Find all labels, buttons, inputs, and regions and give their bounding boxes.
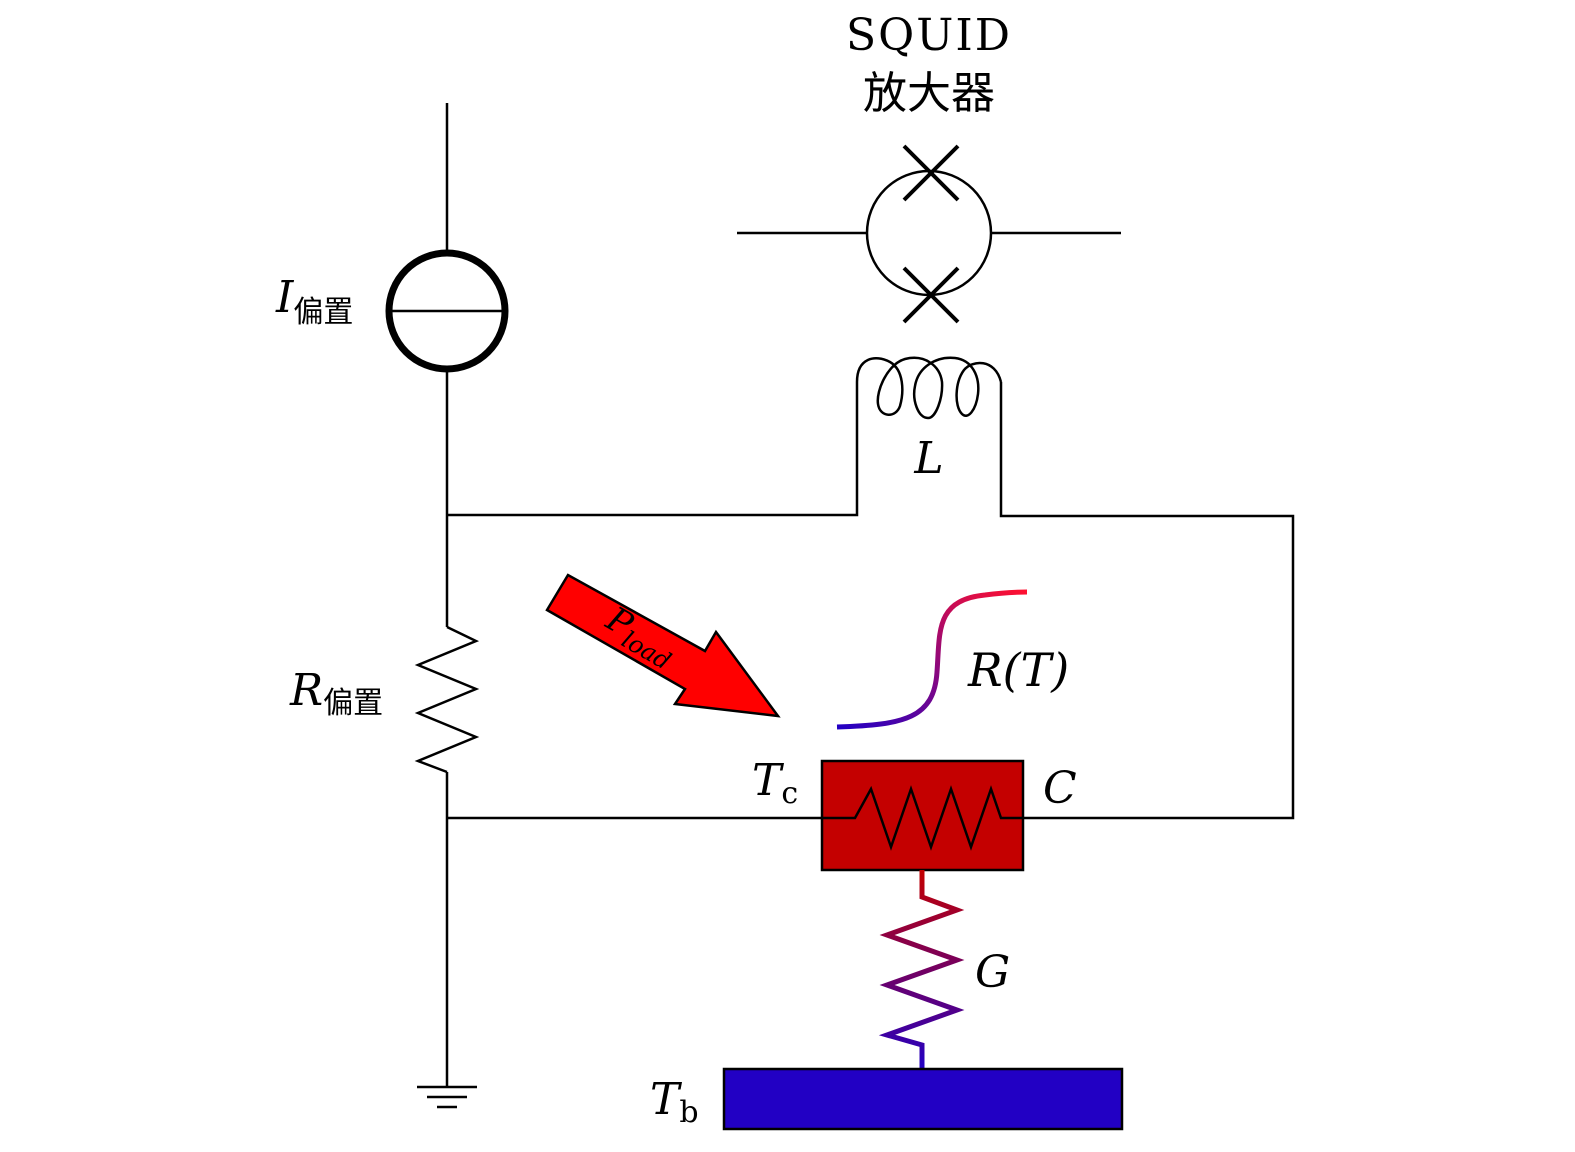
heat-capacity-label: C <box>1043 763 1077 814</box>
bias-resistor-symbol: R <box>289 665 323 716</box>
resistance-curve <box>836 589 1028 730</box>
tes-temperature-symbol: T <box>752 755 785 806</box>
bath-temperature-label: Tb <box>650 1074 699 1130</box>
heat-bath <box>722 1067 1124 1131</box>
squid-subtitle: 放大器 <box>863 68 995 119</box>
resistance-curve-label: R(T) <box>967 643 1069 697</box>
tes-temperature-label: Tc <box>752 755 798 811</box>
inductor-label: L <box>913 433 943 484</box>
inductor-icon <box>855 356 1003 420</box>
thermal-link-label: G <box>975 947 1010 998</box>
bias-resistor-label: R偏置 <box>289 665 383 721</box>
current-source-icon <box>385 249 509 373</box>
top-loop-wire <box>447 382 859 517</box>
tes-resistor-icon <box>822 785 1023 851</box>
bath-temperature-subscript: b <box>679 1095 698 1130</box>
bath-temperature-symbol: T <box>650 1074 683 1125</box>
bias-current-symbol: I <box>275 272 295 323</box>
bias-current-subscript: 偏置 <box>293 295 353 330</box>
bias-resistor-icon <box>414 625 480 774</box>
tes-body <box>820 759 1025 872</box>
thermal-link-icon <box>878 870 965 1069</box>
tes-temperature-subscript: c <box>781 776 798 811</box>
squid-title: SQUID <box>846 10 1012 61</box>
ground-icon <box>417 1085 477 1109</box>
bias-current-label: I偏置 <box>275 272 353 330</box>
load-power-arrow <box>545 573 781 718</box>
bias-resistor-subscript: 偏置 <box>323 686 383 721</box>
right-loop-wire <box>999 382 1295 820</box>
squid-icon <box>737 144 1121 324</box>
